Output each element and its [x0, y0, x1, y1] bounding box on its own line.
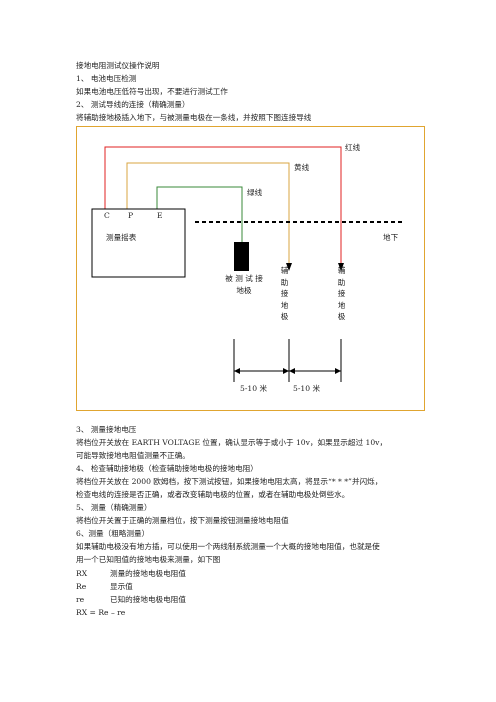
- section-5-heading: 5、 测量（精确测量）: [76, 503, 152, 512]
- green-wire-label: 绿线: [247, 188, 263, 197]
- definition-rx-symbol: RX: [76, 569, 88, 578]
- definition-rc-symbol: re: [76, 595, 85, 604]
- section-2-body: 将辅助接地极插入地下，与被测量电极在一条线，并按照下图连接导线: [76, 113, 312, 122]
- tested-electrode: [234, 242, 249, 271]
- aux-electrode-1-label: 辅助接地极: [280, 266, 289, 321]
- meter-box: [91, 208, 186, 278]
- section-6-body-2: 用一个已知阻值的接地电极来测量，如下图: [76, 555, 221, 564]
- terminal-p: P: [128, 211, 134, 220]
- distance-1-label: 5-10 米: [240, 384, 268, 393]
- section-5-body: 将档位开关置于正确的测量档位，按下测量按钮测量接地电阻值: [76, 516, 289, 525]
- terminal-e: E: [157, 211, 163, 220]
- red-wire: [104, 146, 342, 264]
- definition-rx-text: 测量的接地电极电阻值: [110, 569, 186, 578]
- definition-re-symbol: Re: [76, 582, 87, 591]
- definition-rc: re 已知的接地电极电阻值: [76, 595, 186, 605]
- red-wire-label: 红线: [345, 143, 361, 152]
- aux-electrode-2-arrow: [338, 263, 344, 271]
- formula: RX = Re – re: [76, 608, 126, 617]
- section-4-heading: 4、 检查辅助接地极（检查辅助接地电极的接地电阻）: [76, 464, 258, 473]
- section-1-body: 如果电池电压低符号出现，不要进行测试工作: [76, 87, 228, 96]
- section-3-heading: 3、 测量接地电压: [76, 425, 137, 434]
- distance-2-label: 5-10 米: [293, 384, 321, 393]
- tested-electrode-label: 被 测 试 接 地极: [225, 274, 263, 295]
- doc-title: 接地电阻测试仪操作说明: [76, 61, 160, 70]
- definition-re: Re 显示值: [76, 582, 133, 592]
- aux-electrode-2-label: 辅助接地极: [337, 266, 346, 321]
- section-6-body-1: 如果辅助电极没有地方插，可以使用一个两线制系统测量一个大概的接地电阻值，也就是使: [76, 542, 380, 551]
- definition-rx: RX 测量的接地电极电阻值: [76, 569, 186, 579]
- distance-arrow-3: [289, 368, 295, 374]
- ground-label: 地下: [383, 233, 399, 242]
- green-wire: [156, 186, 243, 242]
- definition-re-text: 显示值: [110, 582, 133, 591]
- yellow-wire: [126, 162, 290, 264]
- section-3-body-2: 可能导致接地电阻值测量不正确。: [76, 451, 190, 460]
- wiring-diagram-svg: [91, 146, 403, 382]
- meter-label: 测量摇表: [106, 233, 137, 242]
- section-2-heading: 2、 测试导线的连接（精确测量）: [76, 100, 190, 109]
- section-4-body-2: 检查电线的连接是否正确，或者改变辅助电极的位置，或者在辅助电极处倒些水。: [76, 490, 350, 499]
- yellow-wire-label: 黄线: [294, 163, 310, 172]
- aux-electrode-1-arrow: [286, 263, 292, 271]
- distance-arrow-2: [283, 368, 289, 374]
- distance-arrow-4: [335, 368, 341, 374]
- wiring-diagram: 红线 黄线 绿线 C P E 测量摇表 地下 被 测 试 接 地极 辅助接地极 …: [76, 126, 425, 411]
- section-4-body-1: 将档位开关放在 2000 欧姆档，按下测试按钮，如果接地电阻太高，将显示“* *…: [76, 477, 383, 486]
- definition-rc-text: 已知的接地电极电阻值: [110, 595, 186, 604]
- section-3-body-1: 将档位开关放在 EARTH VOLTAGE 位置，确认显示等于或小于 10v，如…: [76, 438, 388, 447]
- terminal-c: C: [104, 211, 110, 220]
- distance-arrow-1: [234, 368, 240, 374]
- section-6-heading: 6、测量（粗略测量）: [76, 529, 150, 538]
- section-1-heading: 1、 电池电压检测: [76, 74, 137, 83]
